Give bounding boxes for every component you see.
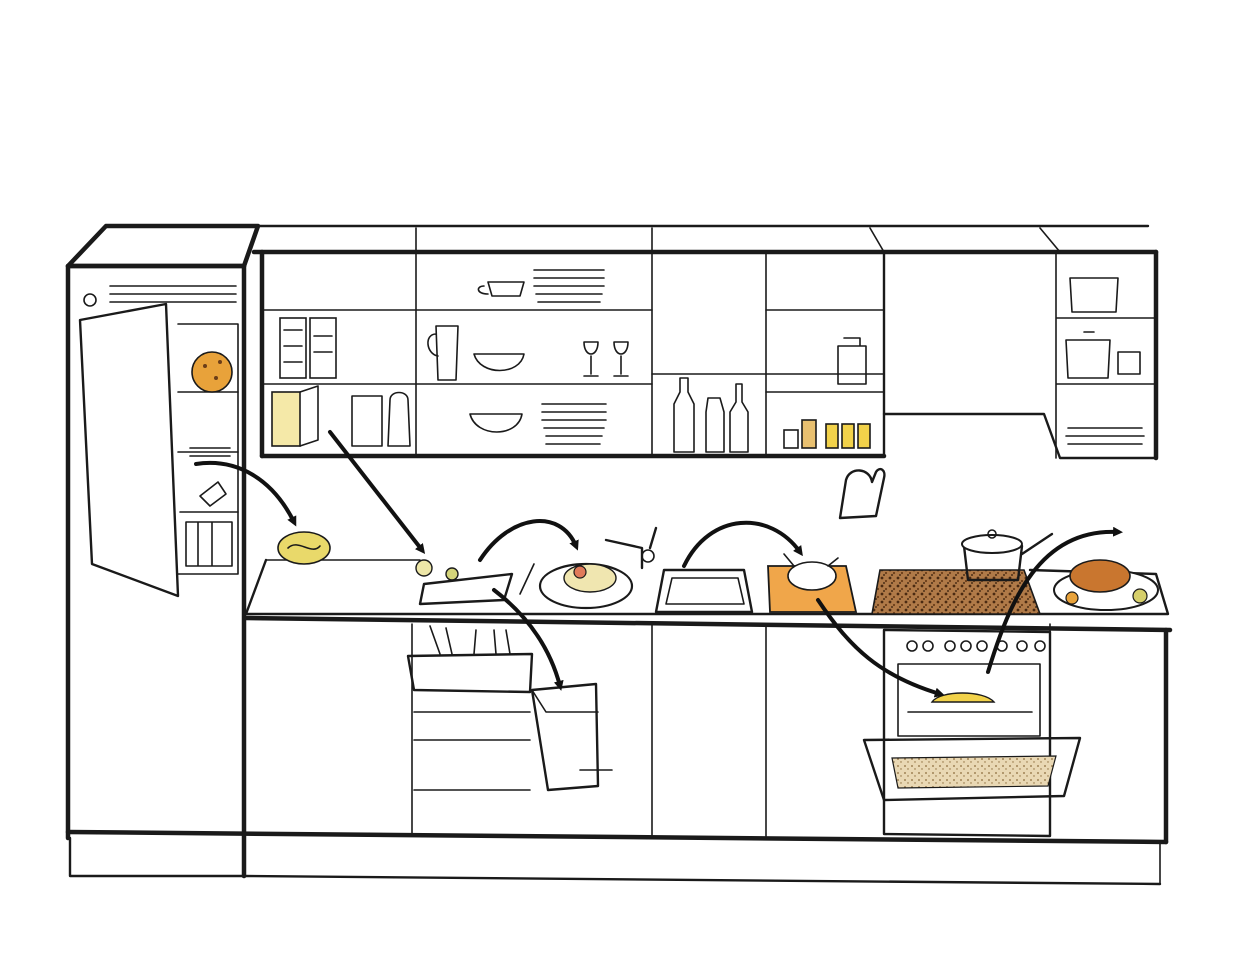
oven-mitt: [838, 467, 886, 520]
arrow-prep-to-oven: [816, 598, 945, 698]
cutting-board: [418, 563, 535, 606]
worktop-speckled: [871, 569, 1042, 615]
drawers: [413, 711, 531, 791]
saucepan: [961, 529, 1054, 582]
vegetables: [277, 531, 459, 581]
arrow-board-to-bin: [492, 588, 564, 691]
bread: [191, 351, 233, 393]
wine-glasses: [583, 341, 629, 377]
arrow-sink-to-prep: [682, 520, 803, 568]
oven-door: [862, 736, 1082, 802]
plates-stack: [533, 269, 607, 445]
roast-chicken: [1053, 559, 1159, 611]
arrow-oven-to-plate: [986, 526, 1123, 674]
cutlery-drawer: [406, 625, 534, 694]
sink: [654, 568, 754, 614]
jug: [427, 325, 459, 381]
bottles: [673, 377, 749, 453]
flow-arrows: [194, 430, 1123, 698]
colander: [538, 562, 634, 610]
arrow-cupboard-to-board: [328, 430, 426, 554]
oven-knobs: [906, 640, 1046, 652]
bowls: [469, 353, 525, 433]
spice-jars: [783, 419, 871, 449]
chicken: [783, 553, 839, 591]
oven: [882, 628, 1052, 838]
upper-cabinets: [251, 224, 1159, 461]
base-cabinets: [65, 623, 1169, 886]
pots-right-cupboard: [1065, 277, 1145, 445]
bin: [530, 682, 600, 792]
arrow-fridge-to-worktop: [194, 461, 297, 527]
tap: [604, 526, 658, 570]
fridge: [65, 223, 261, 879]
cups: [477, 281, 525, 297]
arrow-board-to-colander: [478, 519, 579, 562]
canisters: [271, 317, 867, 447]
